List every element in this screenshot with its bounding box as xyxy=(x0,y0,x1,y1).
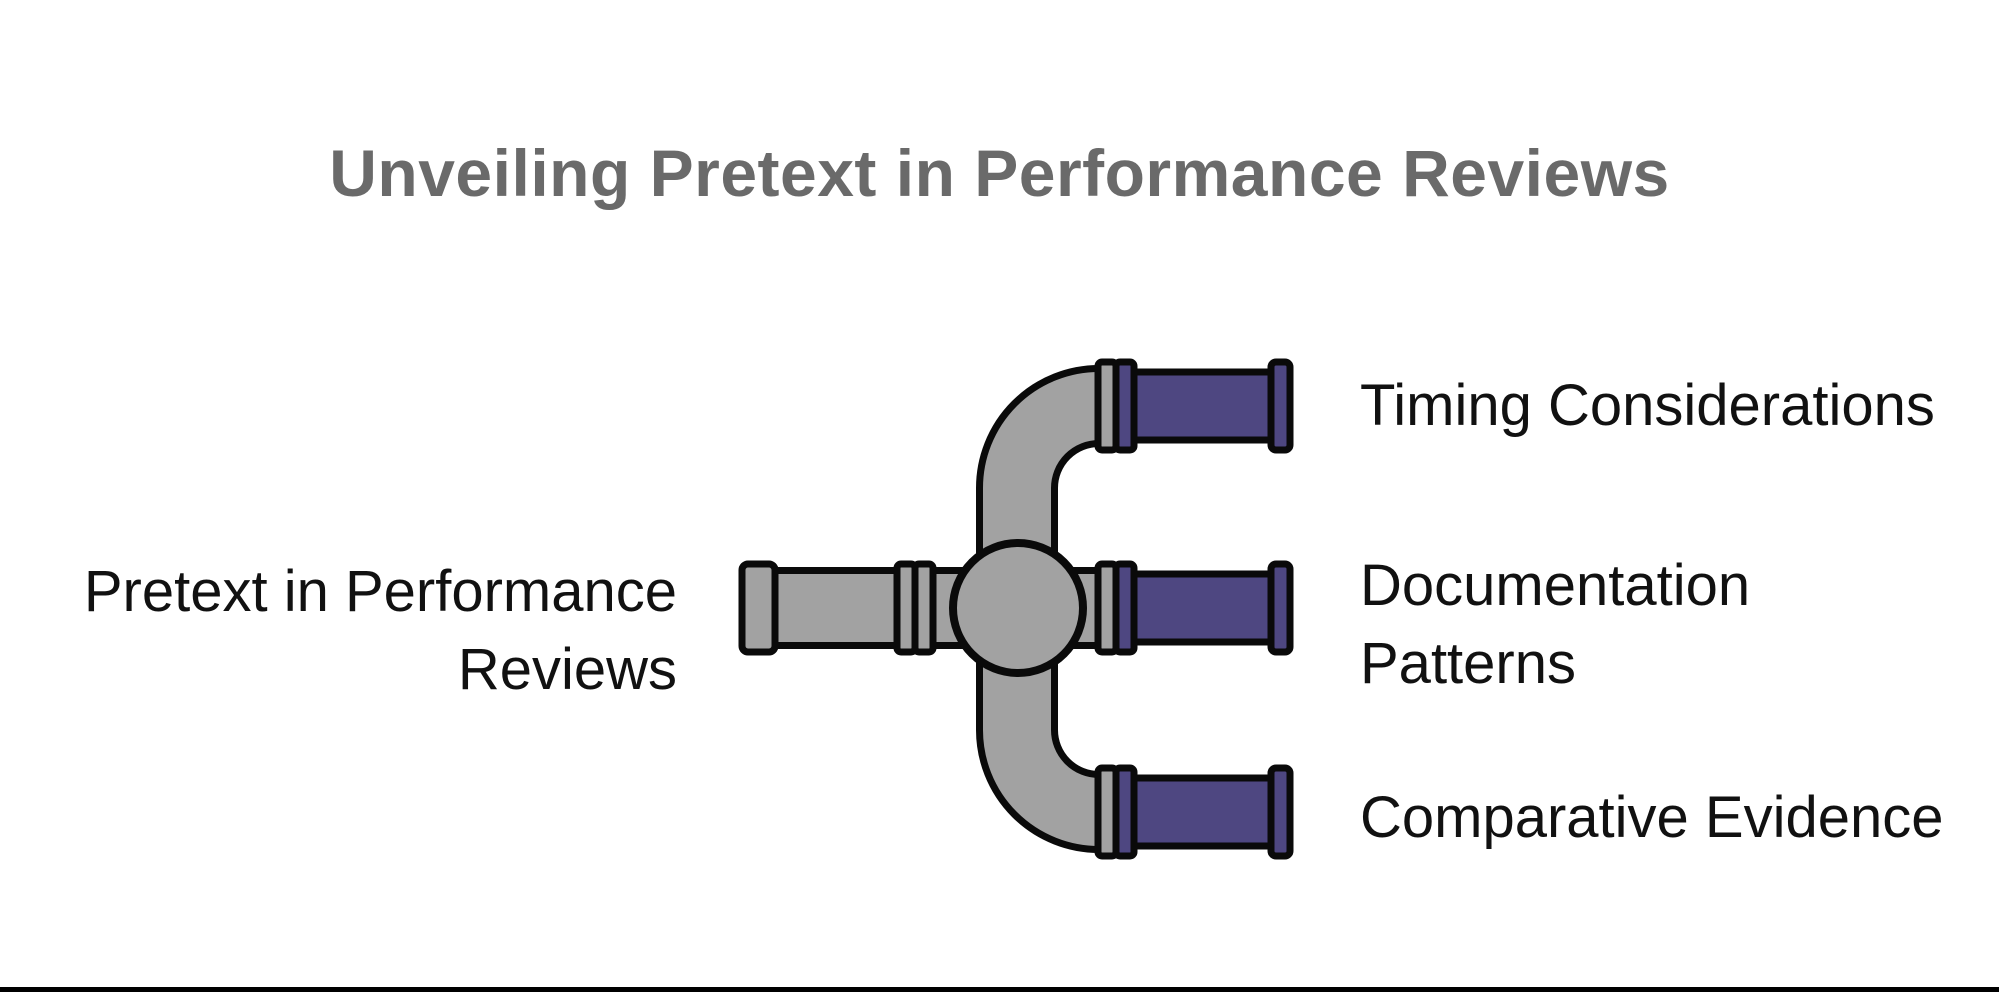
pipe-elbow-top xyxy=(983,372,1110,618)
branch-label-documentation-line-2: Patterns xyxy=(1360,631,1576,696)
branch-timing-end-flange xyxy=(1267,358,1294,454)
branch-timing-coupling-purple-band xyxy=(1112,358,1138,454)
branch-documentation-coupling-purple-band xyxy=(1112,560,1138,656)
branch-timing-pipe xyxy=(1094,358,1294,454)
pipe-root-coupling-band-2 xyxy=(911,560,937,656)
branch-label-comparative: Comparative Evidence xyxy=(1360,785,1944,850)
root-label: Pretext in Performance Reviews xyxy=(84,553,677,709)
pipe-root-end-flange xyxy=(738,560,779,656)
bottom-border-rule xyxy=(0,987,1999,992)
branch-label-documentation: Documentation Patterns xyxy=(1360,547,1750,703)
root-label-line-1: Pretext in Performance xyxy=(83,559,677,624)
pipe-junction-hub xyxy=(949,539,1087,677)
page-title: Unveiling Pretext in Performance Reviews xyxy=(329,136,1670,210)
branch-documentation-end-flange xyxy=(1267,560,1294,656)
branch-documentation-pipe-body xyxy=(1130,570,1275,646)
root-label-line-2: Reviews xyxy=(457,637,677,702)
branch-comparative-coupling-purple-band xyxy=(1112,764,1138,860)
branch-comparative-end-flange xyxy=(1267,764,1294,860)
branch-timing-pipe-body xyxy=(1130,368,1275,444)
branch-comparative-pipe xyxy=(1094,764,1294,860)
branch-documentation-pipe xyxy=(1094,560,1294,656)
pipe-elbow-bottom xyxy=(983,598,1110,846)
branch-label-documentation-line-1: Documentation xyxy=(1360,553,1751,618)
branch-comparative-pipe-body xyxy=(1130,774,1275,850)
branch-label-timing: Timing Considerations xyxy=(1360,373,1935,438)
